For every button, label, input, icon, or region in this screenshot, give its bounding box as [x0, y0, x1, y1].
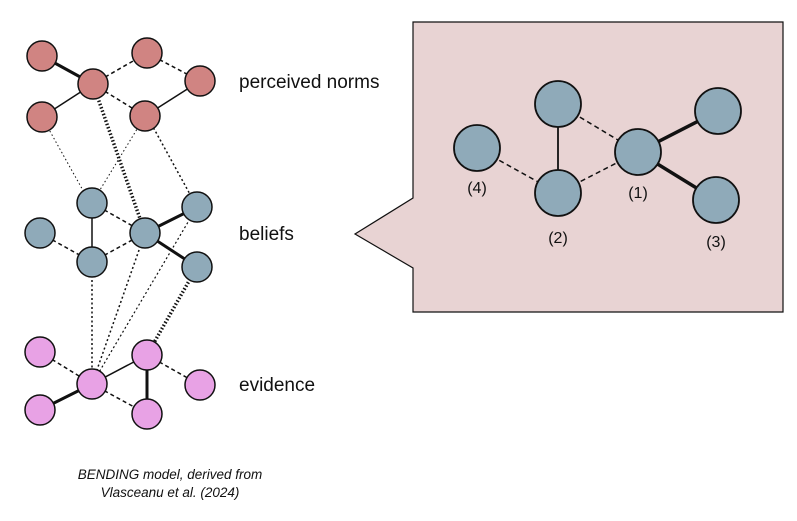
norm-node	[131, 37, 163, 69]
callout-panel	[353, 21, 784, 313]
inset-node-top	[534, 80, 582, 128]
evidence-node	[24, 336, 56, 368]
belief-node	[181, 191, 213, 223]
inset-node-3	[692, 176, 740, 224]
beliefs-layer	[24, 187, 213, 283]
cross-edge-beliefs-evidence-3	[91, 206, 198, 385]
cross-edge-norms-beliefs-3	[91, 115, 146, 204]
norm-node	[26, 40, 58, 72]
norm-node	[129, 100, 161, 132]
caption-line-1: BENDING model, derived from	[77, 467, 263, 482]
inset-node-4	[453, 124, 501, 172]
evidence-node	[131, 398, 163, 430]
evidence-node	[24, 394, 56, 426]
layer-label-perceived-norms: perceived norms	[239, 72, 379, 93]
layer-label-beliefs: beliefs	[239, 224, 294, 245]
inset-network: (1) (2) (3) (4)	[453, 80, 742, 251]
belief-node	[129, 217, 161, 249]
cross-edge-norms-beliefs-1	[41, 116, 91, 204]
perceived-norms-layer	[26, 37, 216, 133]
inset-label-2: (2)	[548, 230, 568, 247]
inset-label-1: (1)	[628, 185, 648, 202]
norm-node	[184, 65, 216, 97]
belief-node	[76, 187, 108, 219]
caption-line-2: Vlasceanu et al. (2024)	[100, 485, 240, 500]
norm-node	[26, 101, 58, 133]
evidence-node	[131, 339, 163, 371]
cross-edge-norms-beliefs-4	[146, 115, 198, 208]
evidence-node	[184, 369, 216, 401]
inset-label-3: (3)	[706, 234, 726, 251]
evidence-layer	[24, 336, 216, 430]
inset-node-right-top	[694, 87, 742, 135]
belief-node	[181, 251, 213, 283]
figure-caption: BENDING model, derived from Vlasceanu et…	[40, 466, 300, 502]
cross-layer-edges	[41, 83, 199, 385]
inset-label-4: (4)	[467, 180, 487, 197]
belief-node	[76, 246, 108, 278]
belief-node	[24, 217, 56, 249]
layer-label-evidence: evidence	[239, 375, 315, 396]
cross-edge-beliefs-evidence-4	[145, 266, 199, 356]
evidence-node	[76, 368, 108, 400]
inset-node-1	[614, 128, 662, 176]
inset-node-2	[534, 169, 582, 217]
norm-node	[77, 68, 109, 100]
